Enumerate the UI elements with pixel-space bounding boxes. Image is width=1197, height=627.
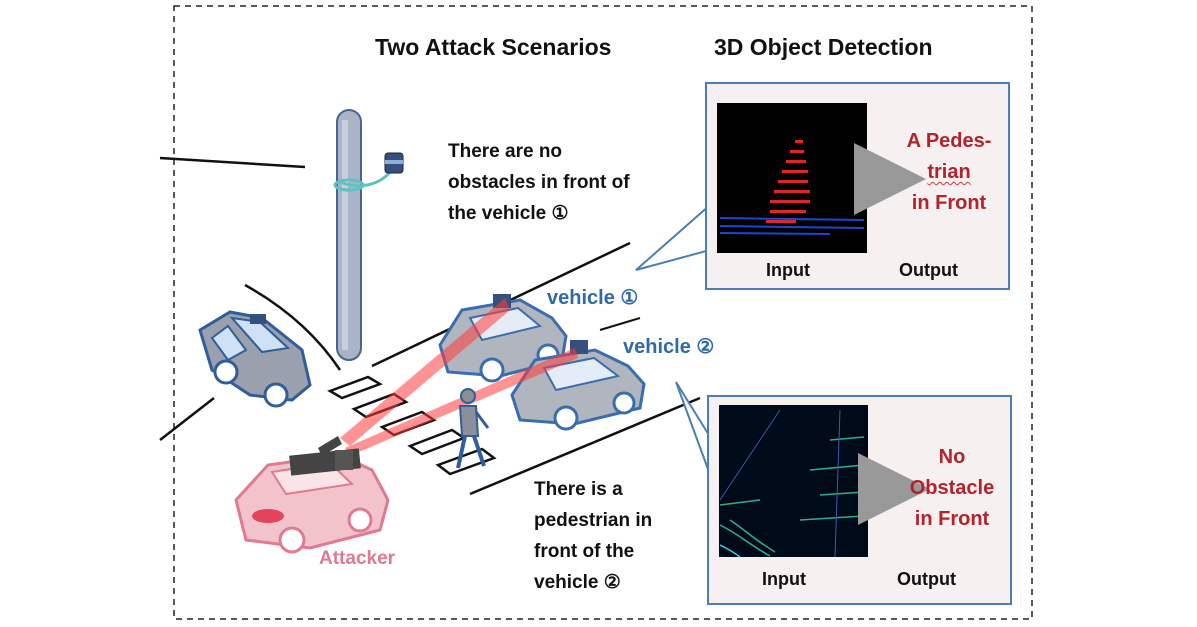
bottom-result-line3: in Front [914,508,990,530]
top-input-label: Input [766,260,810,280]
bottom-result-text: No Obstacle in Front [897,442,1007,535]
parked-car [198,310,312,408]
top-panel-callout [635,202,711,271]
bottom-panel-callout [675,381,713,481]
attacker-car [234,436,390,554]
vehicle-1-label: vehicle ① [547,287,639,309]
top-panel-cover [707,205,713,249]
dashed-frame [173,5,1033,620]
scenario-1-caption-line2: obstacles in front of [448,172,630,193]
bottom-panel-cover [709,440,715,480]
bottom-point-cloud [719,405,868,558]
scenario-2-caption-line4: vehicle ② [534,572,621,593]
scenario-1-caption-line1: There are no [448,141,563,162]
top-result-line3: in Front [911,192,987,214]
bottom-input-label: Input [762,569,806,589]
top-result-line2: trian [927,161,971,183]
light-pole [333,109,394,361]
bottom-output-label: Output [897,569,956,589]
scenario-2-caption-line3: front of the [534,541,635,562]
scenarios-heading: Two Attack Scenarios [375,34,612,60]
road-lines [159,156,701,496]
top-output-label: Output [899,260,958,280]
scenario-2-caption-line1: There is a [534,479,623,500]
laser-beams [340,298,578,455]
attacker-label: Attacker [319,548,396,569]
scenario-1-caption: There are no obstacles in front of the v… [448,136,630,229]
pedestrian [456,388,490,469]
top-result-text: A Pedes- trian in Front [893,126,1005,219]
top-result-line1: A Pedes- [906,130,992,152]
scenario-2-caption-line2: pedestrian in [534,510,653,531]
detection-heading: 3D Object Detection [714,34,933,60]
top-point-cloud [717,103,867,253]
vehicle-2-label: vehicle ② [623,336,715,358]
scenario-1-caption-line3: the vehicle ① [448,203,569,224]
bottom-result-line1: No [938,446,966,468]
bottom-result-line2: Obstacle [909,477,995,499]
pole-lidar-sensor [384,152,404,174]
scenario-2-caption: There is a pedestrian in front of the ve… [534,474,652,598]
